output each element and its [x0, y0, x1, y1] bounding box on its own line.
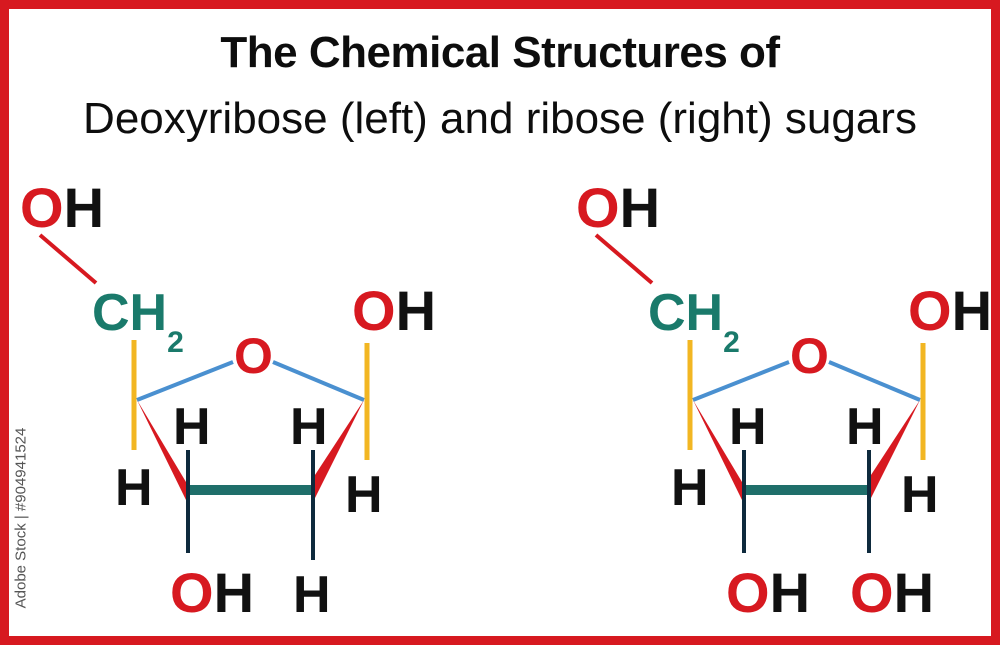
ch2-label: CH2: [648, 284, 740, 359]
c4-ring-o-bond: [692, 360, 790, 402]
ring-oxygen-label: O: [234, 328, 273, 384]
c1-h-label: H: [901, 466, 939, 524]
c1-c2-wedge: [313, 400, 364, 502]
c4-h-up-label: H: [173, 398, 211, 456]
ring-o-c1-bond: [828, 360, 921, 402]
c4-h-left-label: H: [115, 459, 153, 517]
c5-oh-label: OH: [20, 176, 104, 239]
c3-oh-label: OH: [726, 561, 810, 624]
deoxyribose-structure: OH CH2 O OH H H H H OH H: [20, 176, 436, 624]
title-line-1: The Chemical Structures of: [220, 28, 780, 77]
c1-h-label: H: [345, 466, 383, 524]
stock-watermark-text: Adobe Stock | #904941524: [12, 427, 30, 608]
c5-o-bond: [38, 233, 98, 285]
c5-oh-label: OH: [576, 176, 660, 239]
c4-c3-wedge: [693, 400, 742, 500]
c1-oh-label: OH: [352, 279, 436, 342]
c4-h-left-label: H: [671, 459, 709, 517]
c2-h-up-label: H: [290, 398, 328, 456]
ring-oxygen-label: O: [790, 328, 829, 384]
c4-ring-o-bond: [136, 360, 234, 402]
c5-o-bond: [594, 233, 654, 285]
c2-h-down-label: H: [293, 566, 331, 624]
c4-c3-wedge: [137, 400, 186, 500]
stock-watermark: Adobe Stock | #904941524: [9, 405, 33, 630]
c3-oh-label: OH: [170, 561, 254, 624]
c1-oh-label: OH: [908, 279, 992, 342]
c2-oh-label: OH: [850, 561, 934, 624]
title-line-2: Deoxyribose (left) and ribose (right) su…: [83, 94, 917, 143]
ribose-structure: OH CH2 O OH H H H H OH OH: [576, 176, 992, 624]
c1-c2-wedge: [869, 400, 920, 502]
ch2-label: CH2: [92, 284, 184, 359]
c4-h-up-label: H: [729, 398, 767, 456]
ring-o-c1-bond: [272, 360, 365, 402]
c2-h-up-label: H: [846, 398, 884, 456]
